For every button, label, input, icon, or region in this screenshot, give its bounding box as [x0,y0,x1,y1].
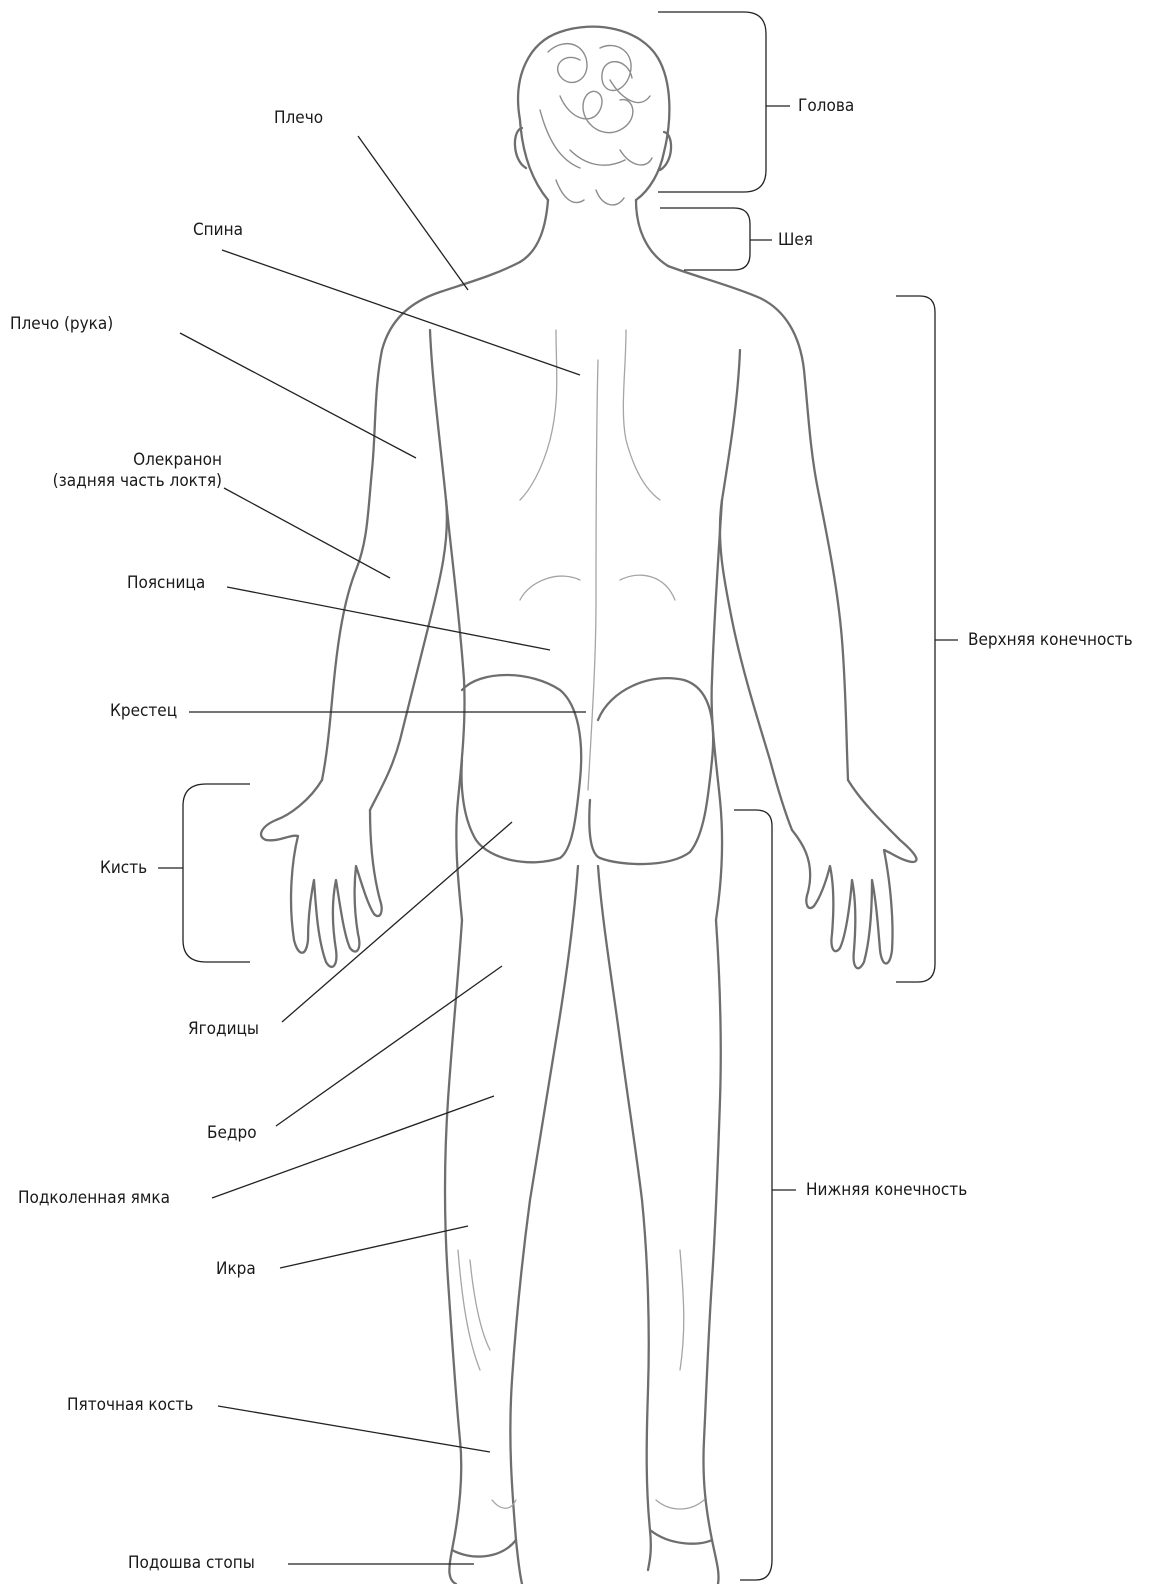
left-leg-inner [510,866,578,1584]
bracket-neck [660,208,750,270]
label-lower-limb: Нижняя конечность [806,1179,967,1201]
label-back: Спина [193,219,243,241]
neck-right [636,200,668,266]
label-neck: Шея [778,229,813,251]
right-shoulder [668,266,848,780]
label-head: Голова [798,95,854,117]
leader-thigh [276,966,502,1126]
label-lower-back: Поясница [127,572,205,594]
right-heel-mark [656,1500,704,1509]
label-thigh: Бедро [207,1122,257,1144]
hair-scribble [540,44,652,205]
lower-back-contour [520,575,675,600]
right-foot [650,1530,712,1544]
buttock-left [462,675,582,862]
leader-shoulder [358,136,468,290]
label-upper-arm: Плечо (рука) [10,313,113,335]
label-hand: Кисть [100,857,147,879]
left-leg-outer [445,920,462,1584]
body-figure [261,27,916,1584]
bracket-lower-limb [734,810,772,1580]
label-sacrum: Крестец [110,700,177,722]
scapula-right [623,330,660,500]
left-arm-inner [370,330,447,810]
label-heel: Пяточная кость [67,1394,193,1416]
label-olecranon-line1: Олекранон [8,449,222,471]
neck-left [520,200,548,262]
left-calf-shading [458,1250,490,1370]
leader-back [222,250,580,375]
right-arm-inner [720,350,792,830]
bracket-upper-limb [896,296,935,982]
spine-line [588,360,598,790]
right-calf-shading [680,1250,684,1370]
label-upper-limb: Верхняя конечность [968,629,1133,651]
torso-left-side [446,500,465,920]
leader-lower-back [227,587,550,650]
label-calf: Икра [216,1258,256,1280]
leader-lines [158,106,958,1564]
left-hand [261,780,382,967]
right-leg-outer [703,920,720,1584]
label-sole: Подошва стопы [128,1552,255,1574]
torso-right-side [712,500,722,920]
right-hand [792,780,916,968]
leader-calf [280,1226,468,1268]
leader-heel [218,1406,490,1452]
label-popliteal: Подколенная ямка [18,1187,170,1209]
buttock-right [589,678,713,864]
left-foot [452,1540,516,1557]
brackets [183,12,935,1580]
label-olecranon-line2: (задняя часть локтя) [8,470,222,492]
right-leg-inner [598,866,651,1570]
bracket-hand [183,784,250,962]
leader-popliteal [212,1096,494,1198]
bracket-head [658,12,766,192]
label-shoulder: Плечо [274,107,323,129]
left-shoulder [322,262,520,780]
label-buttocks: Ягодицы [188,1018,259,1040]
